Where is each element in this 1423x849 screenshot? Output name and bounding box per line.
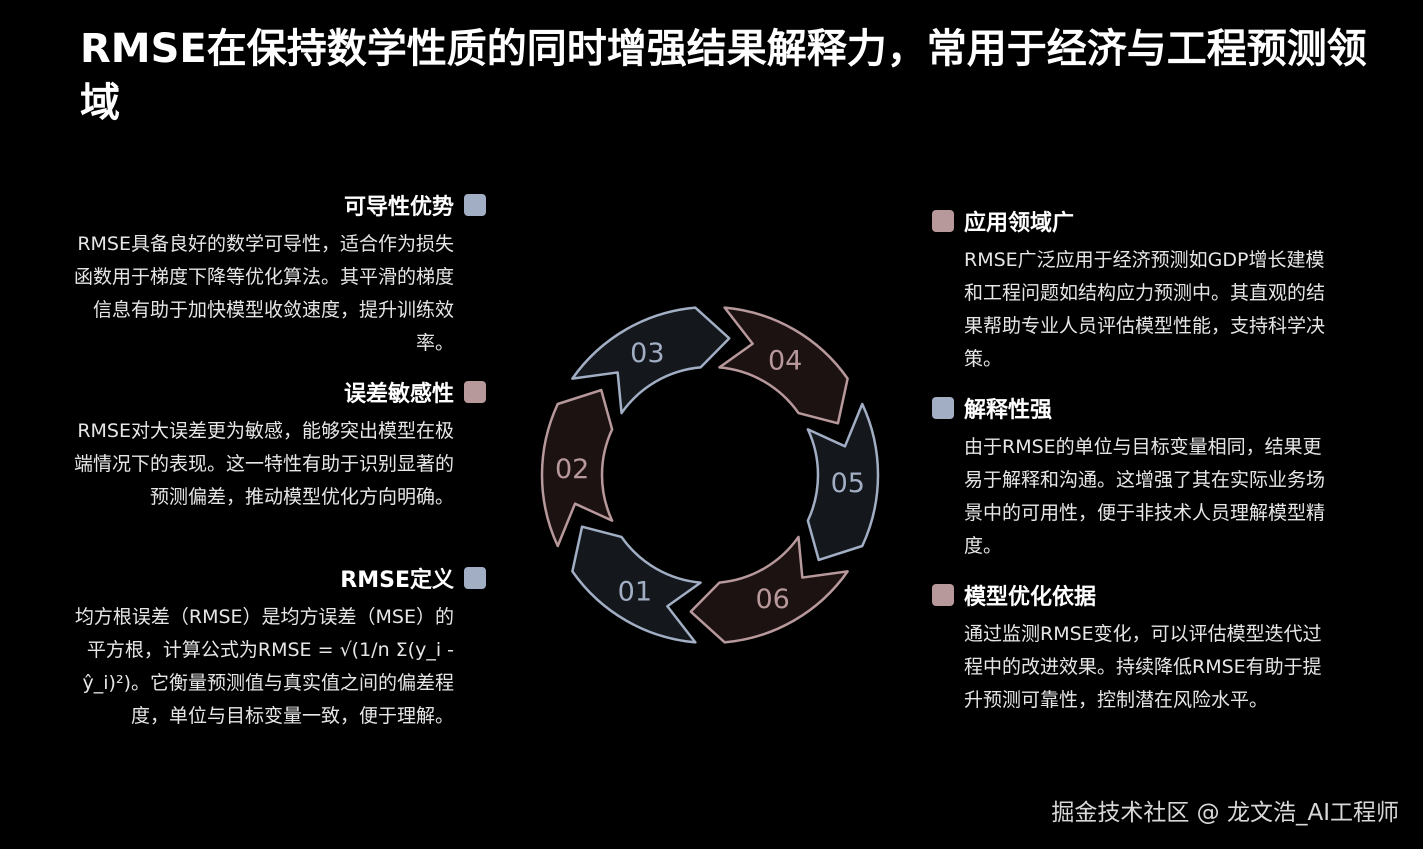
feature-title: 解释性强 [964,398,1053,423]
square-marker-icon [464,567,486,589]
cycle-segment-04 [718,306,849,425]
square-marker-icon [932,584,954,606]
feature-title: 可导性优势 [343,195,454,220]
feature-description: 由于RMSE的单位与目标变量相同，结果更易于解释和沟通。这增强了其在实际业务场景… [964,436,1326,557]
cycle-segment-06 [689,535,849,644]
feature-title: 误差敏感性 [343,382,454,407]
feature-block-error-sensitivity: 误差敏感性 RMSE对大误差更为敏感，能够突出模型在极端情况下的表现。这一特性有… [64,377,486,514]
square-marker-icon [464,194,486,216]
cycle-segment-01 [571,525,702,644]
feature-block-derivability: 可导性优势 RMSE具备良好的数学可导性，适合作为损失函数用于梯度下降等优化算法… [64,190,486,360]
watermark: 掘金技术社区 @ 龙文浩_AI工程师 [1051,800,1399,826]
feature-title: RMSE定义 [340,568,454,593]
feature-description: 均方根误差（RMSE）是均方误差（MSE）的平方根，计算公式为RMSE = √(… [74,606,454,727]
square-marker-icon [932,210,954,232]
cycle-step-label: 05 [831,468,865,499]
feature-description: RMSE广泛应用于经济预测如GDP增长建模和工程问题如结构应力预测中。其直观的结… [964,249,1326,370]
cycle-step-label: 02 [555,454,589,485]
feature-description: RMSE具备良好的数学可导性，适合作为损失函数用于梯度下降等优化算法。其平滑的梯… [73,233,454,354]
feature-description: 通过监测RMSE变化，可以评估模型迭代过程中的改进效果。持续降低RMSE有助于提… [964,623,1322,711]
cycle-segment-03 [571,306,731,415]
cycle-step-label: 06 [755,584,789,615]
cycle-segment-02 [540,388,614,548]
feature-block-interpretability: 解释性强 由于RMSE的单位与目标变量相同，结果更易于解释和沟通。这增强了其在实… [932,393,1325,563]
feature-block-rmse-definition: RMSE定义 均方根误差（RMSE）是均方误差（MSE）的平方根，计算公式为RM… [64,563,486,733]
cycle-diagram: 01 02 03 04 05 06 [540,306,880,644]
feature-block-model-optimization: 模型优化依据 通过监测RMSE变化，可以评估模型迭代过程中的改进效果。持续降低R… [932,580,1322,717]
feature-block-wide-application: 应用领域广 RMSE广泛应用于经济预测如GDP增长建模和工程问题如结构应力预测中… [932,206,1325,376]
cycle-step-label: 04 [768,345,802,376]
cycle-step-label: 01 [618,577,652,608]
square-marker-icon [464,381,486,403]
cycle-segment-05 [806,402,880,562]
feature-title: 模型优化依据 [964,585,1097,610]
page-title: RMSE在保持数学性质的同时增强结果解释力，常用于经济与工程预测领域 [80,26,1367,126]
cycle-step-label: 03 [630,338,664,369]
square-marker-icon [932,397,954,419]
feature-title: 应用领域广 [964,211,1075,236]
feature-description: RMSE对大误差更为敏感，能够突出模型在极端情况下的表现。这一特性有助于识别显著… [73,420,454,508]
